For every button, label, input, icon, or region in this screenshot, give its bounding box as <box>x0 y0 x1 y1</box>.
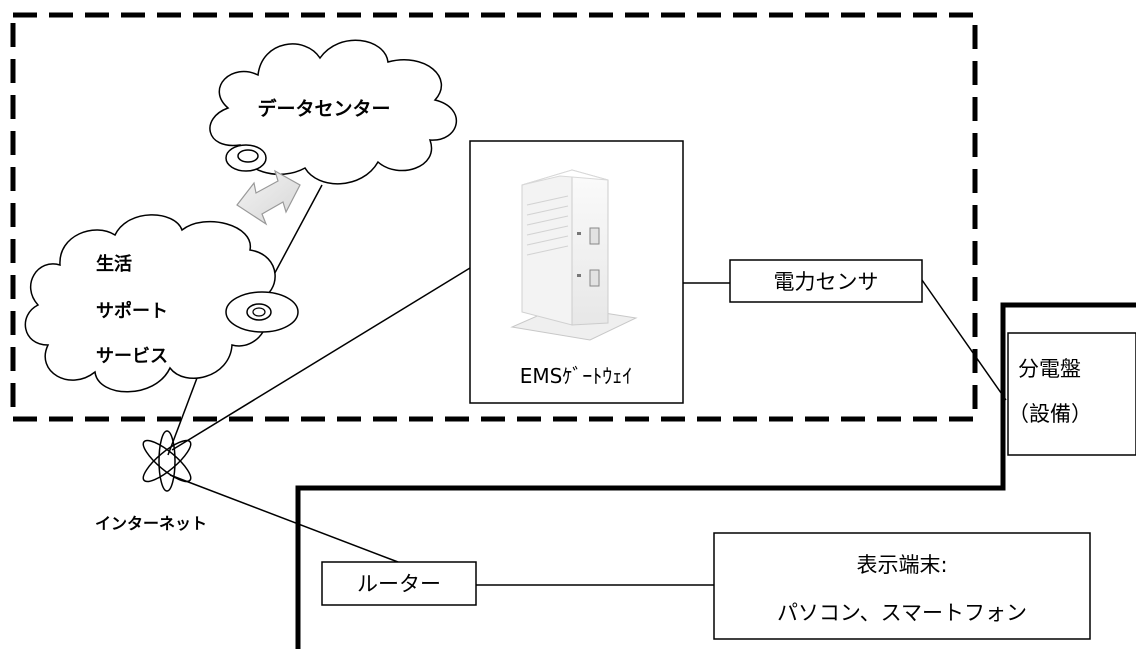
internet-label: インターネット <box>95 514 207 533</box>
life-support-bubble-tiny <box>252 307 266 317</box>
router: ルーター <box>321 561 477 606</box>
display-terminal-line1: 表示端末: <box>856 553 947 577</box>
display-terminal: 表示端末: パソコン、スマートフォン <box>713 532 1091 640</box>
internet-icon <box>142 430 192 492</box>
link-sensor-board <box>921 279 1007 401</box>
life-support-line2: サポート <box>96 300 168 322</box>
power-sensor-label: 電力センサ <box>774 270 879 294</box>
gateway-label: EMSｹﾞｰﾄｳｪｲ <box>520 364 633 388</box>
gateway-device-icon <box>510 169 638 341</box>
link-internet-gateway <box>171 267 471 451</box>
house-boundary <box>295 302 1136 649</box>
router-label: ルーター <box>357 572 441 596</box>
data-center-label: データセンター <box>257 97 390 120</box>
data-center-cloud: データセンター <box>209 39 457 185</box>
link-internet-router <box>169 474 399 563</box>
distribution-board-line1: 分電盤 <box>1018 357 1081 381</box>
power-sensor: 電力センサ <box>729 259 923 303</box>
distribution-board-line2: （設備） <box>1008 402 1092 426</box>
data-center-bubble-small <box>237 149 259 163</box>
ems-gateway: EMSｹﾞｰﾄｳｪｲ <box>469 140 684 404</box>
life-support-cloud: 生活 サポート サービス <box>24 214 276 393</box>
link-datacenter-lifesupport <box>269 184 323 283</box>
life-support-line1: 生活 <box>96 253 132 275</box>
life-support-line3: サービス <box>96 346 168 367</box>
sync-arrow <box>236 169 301 226</box>
display-terminal-line2: パソコン、スマートフォン <box>777 601 1027 625</box>
distribution-board: 分電盤 （設備） <box>1007 332 1136 456</box>
service-area-boundary <box>10 12 978 422</box>
